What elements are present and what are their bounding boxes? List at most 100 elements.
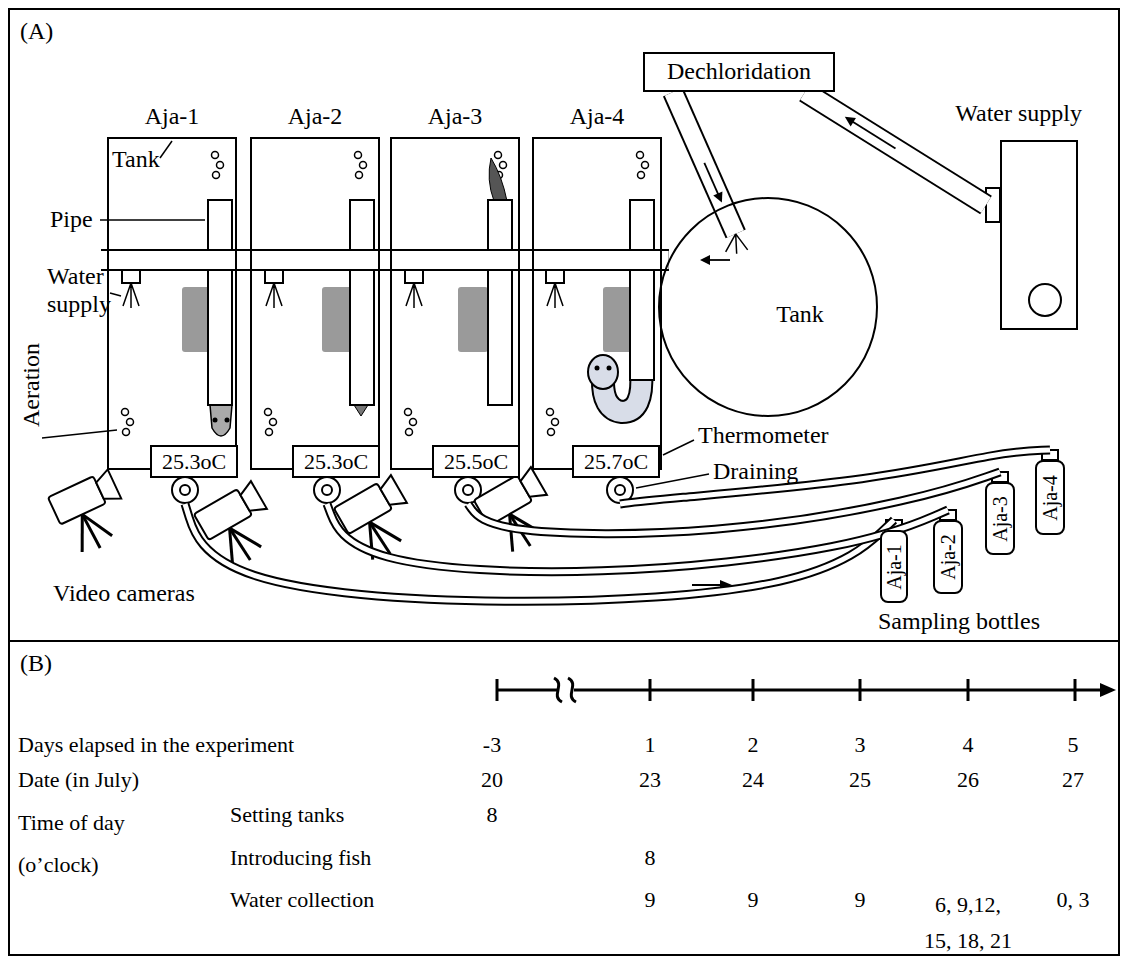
water-tap [1029,284,1061,316]
pipe-wall [673,92,736,234]
sampling-bottle: Aja-3 [985,482,1015,555]
timeline [1100,683,1116,697]
arrowhead [700,255,710,265]
table-cell: Days elapsed in the experiment [18,732,294,757]
leader-line [100,219,205,221]
fish [210,405,232,436]
drain-outlet [322,485,332,495]
temperature-value: 25.3oC [304,449,368,474]
sampling-bottle: Aja-2 [933,520,963,594]
table-cell: 6, 9,12, 15, 18, 21 [921,887,1016,959]
part-label: Water supply [47,262,117,318]
drain-outlet [615,485,625,495]
panel-letter: (B) [20,650,52,678]
bubbles [637,152,649,179]
timeline [554,678,562,702]
tank-name: Aja-3 [428,103,483,131]
table-cell: 1 [645,732,656,757]
table-cell: 0, 3 [1057,887,1090,912]
table-cell: 23 [639,767,661,792]
water-supply-unit: Water supply [1000,140,1078,330]
sampling-bottle: Aja-4 [1035,460,1065,535]
thermometer-display: 25.3oC [292,445,380,478]
aquarium-tank: Aja-2 [250,137,380,470]
leader-line [110,293,121,296]
shelter [458,287,488,352]
bubbles [355,152,367,179]
unit-label: Water supply [955,100,1082,128]
timeline [574,689,1104,692]
fish [588,355,618,389]
part-label: Thermometer [698,422,829,450]
hanging-pipe [488,200,512,405]
bubbles [212,152,224,179]
tank-name: Aja-4 [570,103,625,131]
hanging-pipe [208,200,232,405]
hanging-pipe [208,200,654,405]
temperature-value: 25.5oC [444,449,508,474]
water-outflow [726,234,748,254]
cameras [48,469,137,559]
fish [595,366,600,371]
bubbles [122,152,649,436]
timeline [859,679,862,701]
arrowhead [845,117,856,127]
figure-panel: (A)Aja-1Aja-2Aja-3Aja-4DechloridationTan… [8,8,1120,642]
table-cell: 27 [1062,767,1084,792]
table-cell: 24 [742,767,764,792]
part-label: Pipe [50,206,93,234]
table-cell: Water collection [230,887,374,912]
timeline [752,679,755,701]
table-cell: Setting tanks [230,802,344,827]
inlet-nozzle [265,270,283,283]
tank-label: Tank [776,301,824,329]
drain-outlet [314,477,340,503]
inlet-nozzle [405,270,423,283]
arrowhead [713,191,722,202]
pipe-bore [101,251,669,269]
water-pipe [101,260,669,261]
timeline [649,679,652,701]
thermometer-display: 25.7oC [572,445,660,478]
table-cell: Introducing fish [230,845,371,870]
fish [354,405,368,416]
drain-outlet [172,477,198,503]
box-label: Dechloridation [667,58,811,86]
hanging-pipe [630,200,654,380]
water-tap [986,188,1061,316]
table-cell: 8 [487,802,498,827]
leader-line [663,440,694,455]
timeline [497,689,558,692]
table-cell: 9 [748,887,759,912]
cameras [474,467,565,559]
aquarium-tank: Aja-3 [390,137,520,470]
part-label: Aeration [18,343,46,427]
leader-line [160,141,172,158]
flow-arrow [850,120,896,148]
flow-arrow [700,255,730,265]
temperature-value: 25.3oC [162,449,226,474]
tank-name: Aja-2 [288,103,343,131]
table-cell: 26 [957,767,979,792]
panel-letter: (A) [20,18,53,46]
thermometer-display: 25.3oC [150,445,238,478]
water-pipe [673,92,748,254]
table-cell: 3 [855,732,866,757]
hanging-pipe [350,200,374,405]
aquarium-tank: Aja-1 [107,137,237,470]
temperature-value: 25.7oC [584,449,648,474]
part-label: Tank [112,146,160,174]
timeline [1074,679,1077,701]
bottle-label: Aja-2 [937,534,960,580]
cameras [194,481,285,573]
inlet-nozzle [546,270,564,283]
drain-outlet [463,485,473,495]
bubbles [405,409,417,436]
fish [225,418,230,423]
bubbles [265,409,277,436]
shelter [603,287,633,352]
table-cell: 8 [645,845,656,870]
inlet-nozzle [123,283,563,308]
timeline [496,679,499,701]
